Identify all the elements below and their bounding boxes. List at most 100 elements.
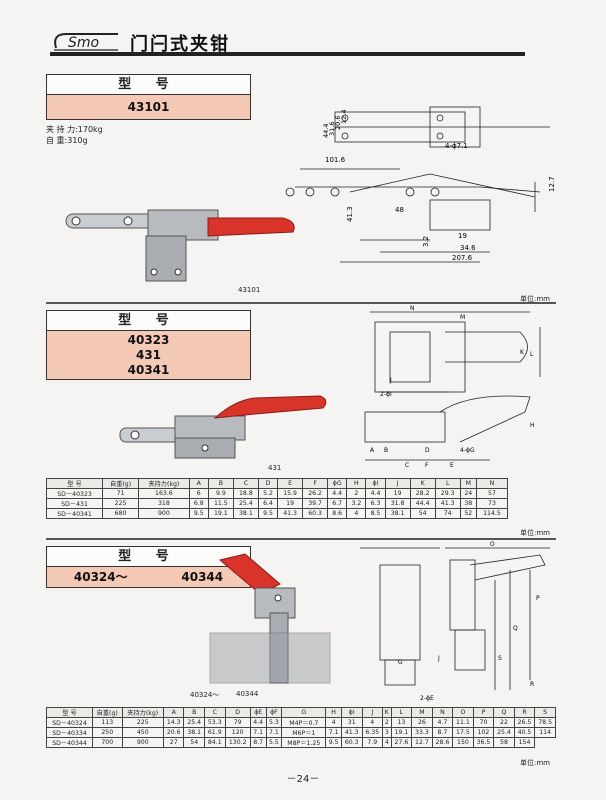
table-cell: 6.4 <box>257 498 279 509</box>
table-header: K <box>409 478 436 489</box>
table-cell: 114.5 <box>475 508 509 519</box>
table-header: N <box>431 707 454 718</box>
dim-letter: M <box>460 314 465 321</box>
table-cell: 84.1 <box>204 737 226 748</box>
table-cell: 25.4 <box>232 498 259 509</box>
table-cell: M4P＝0.7 <box>281 717 327 728</box>
table-cell: 4.4 <box>327 488 348 499</box>
table-header: B <box>183 707 205 718</box>
table-cell: 4.4 <box>365 488 386 499</box>
table-header: ϕG <box>327 478 348 489</box>
table-cell: 18.8 <box>232 488 259 499</box>
table-header: J <box>384 478 411 489</box>
table-cell: 41.3 <box>277 508 304 519</box>
table-cell: 33.3 <box>411 727 433 738</box>
model-range: 40324～ 40344 <box>47 567 250 587</box>
table-cell: 7.1 <box>249 727 267 738</box>
spec-table-40323: 型 号 自重(g) 夹持力(kg) A B C D E F ϕG H ϕI J … <box>45 478 509 519</box>
table-cell: 7.1 <box>265 727 283 738</box>
page-title: 门闩式夹钳 <box>130 34 230 55</box>
dim-label: 44.4 <box>322 124 330 138</box>
table-cell: 79 <box>224 717 251 728</box>
photo-clamp-431 <box>119 395 327 459</box>
drawing-431: N M L K J 2-ϕI H A B C D F E 4-ϕG <box>364 305 541 469</box>
dim-label: 3.2 <box>422 236 430 247</box>
photo-clamp-43101 <box>65 209 295 282</box>
table-cell: SD－40334 <box>46 727 93 738</box>
table-cell: 26.2 <box>302 488 329 499</box>
table-cell: 14.3 <box>162 717 185 728</box>
table-header: E <box>277 478 304 489</box>
dim-letter: S <box>498 655 502 662</box>
table-cell: 6.35 <box>361 727 384 738</box>
table-cell: 150 <box>452 737 474 748</box>
dim-letter: K <box>520 349 525 356</box>
table-cell: 9.5 <box>188 508 209 519</box>
table-header: 夹持力(kg) <box>121 707 164 718</box>
table-cell: 114 <box>534 727 556 738</box>
table-header: H <box>346 478 367 489</box>
table-header: B <box>207 478 234 489</box>
table-header: ϕF <box>265 707 283 718</box>
table-cell: 7.1 <box>325 727 342 738</box>
spec-force: 夹 持 力:170kg <box>46 125 103 134</box>
table-cell: 130.2 <box>224 737 251 748</box>
table-cell: 26.5 <box>513 717 536 728</box>
table-cell: 5.3 <box>265 717 283 728</box>
table-header: A <box>188 478 209 489</box>
table-cell: 52 <box>459 508 477 519</box>
page-number: －24－ <box>286 774 320 785</box>
unit-label-1: 单位:mm <box>520 295 550 303</box>
model-box-head: 型 号 <box>47 311 250 331</box>
table-cell: 6.7 <box>327 498 348 509</box>
dim-letter: J <box>437 655 440 662</box>
dim-label: 19 <box>458 232 467 240</box>
table-cell: 36.5 <box>472 737 495 748</box>
table-cell: 6 <box>188 488 209 499</box>
dim-label: 48 <box>395 206 404 214</box>
unit-label-2: 单位:mm <box>520 529 550 537</box>
table-cell: 4 <box>346 508 367 519</box>
table-header: O <box>452 707 474 718</box>
table-cell: 20.6 <box>162 727 185 738</box>
section-divider <box>46 538 556 540</box>
table-cell: 154 <box>513 737 536 748</box>
table-cell: 8.6 <box>327 508 348 519</box>
table-cell: 26 <box>411 717 433 728</box>
table-header: A <box>162 707 185 718</box>
model-box-head: 型 号 <box>47 547 250 567</box>
dim-letter: J <box>389 377 392 384</box>
table-cell: 78.5 <box>534 717 556 728</box>
header-rule <box>50 52 525 56</box>
table-header: P <box>472 707 495 718</box>
table-cell: 17.5 <box>452 727 474 738</box>
caption-431: 431 <box>268 464 282 472</box>
dim-letter: Q <box>513 625 518 632</box>
table-cell: 57 <box>475 488 509 499</box>
caption-40344: 40344 <box>236 690 259 698</box>
dim-label: 34.6 <box>460 244 476 252</box>
table-cell: 27.6 <box>390 737 413 748</box>
table-cell: 70 <box>472 717 495 728</box>
table-cell: M6P＝1 <box>281 727 327 738</box>
table-cell: 163.6 <box>138 488 190 499</box>
dim-letter: G <box>398 659 403 666</box>
table-cell: 4 <box>361 717 384 728</box>
table-cell: 39.7 <box>302 498 329 509</box>
table-cell: 450 <box>121 727 164 738</box>
table-cell: 38.1 <box>384 508 411 519</box>
table-header: M <box>411 707 433 718</box>
table-cell: 8.7 <box>249 737 267 748</box>
table-cell: M8P＝1.25 <box>281 737 327 748</box>
table-header: 夹持力(kg) <box>138 478 190 489</box>
table-cell: 61.9 <box>204 727 226 738</box>
section-divider <box>46 302 556 304</box>
dim-label: 41.3 <box>346 206 354 222</box>
model-number: 431 <box>135 348 162 362</box>
dim-letter: L <box>530 351 534 358</box>
